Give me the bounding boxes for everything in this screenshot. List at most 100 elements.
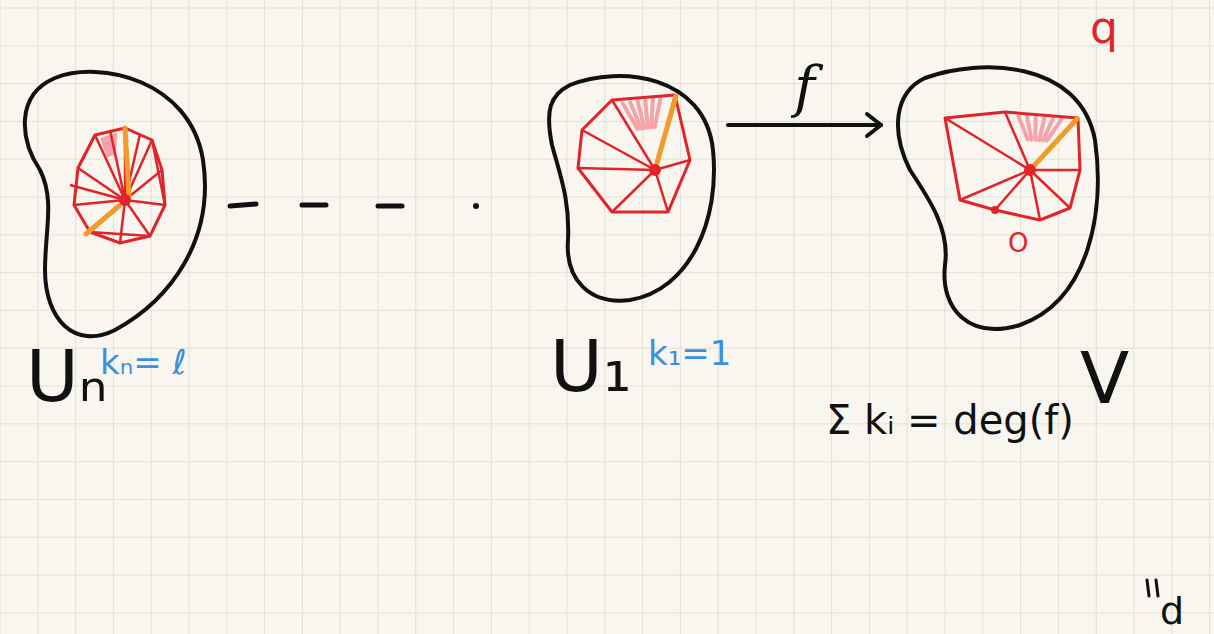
triangulation-edge bbox=[125, 200, 150, 236]
grid-line bbox=[0, 0, 1, 634]
marked-edge bbox=[86, 205, 120, 234]
arrow-shaft bbox=[728, 123, 881, 127]
grid-line bbox=[0, 575, 1214, 576]
grid-line bbox=[151, 0, 152, 634]
triangulation-edge bbox=[612, 100, 655, 170]
region-name: Uₙ bbox=[26, 340, 107, 412]
grid-line bbox=[1058, 0, 1059, 634]
grid-line bbox=[1096, 0, 1097, 634]
degree-symbol: d bbox=[1160, 592, 1184, 630]
grid-line bbox=[1209, 0, 1210, 634]
hatch-stroke bbox=[655, 99, 661, 127]
hatch-stroke bbox=[645, 101, 648, 128]
ellipsis-dashes bbox=[230, 203, 479, 209]
triangulation-edge bbox=[1005, 112, 1030, 170]
center-vertex bbox=[119, 194, 131, 206]
triangulation-edge bbox=[1030, 118, 1078, 170]
blob-outline-path bbox=[898, 67, 1098, 329]
triangulation-edge bbox=[612, 170, 655, 212]
hatch-stroke bbox=[638, 101, 645, 128]
grid-line bbox=[415, 0, 416, 634]
triangulation-edge bbox=[70, 185, 125, 200]
grid-line bbox=[378, 0, 379, 634]
blob-outline bbox=[540, 68, 722, 308]
marked-edge bbox=[1030, 119, 1077, 170]
grid-line bbox=[945, 0, 946, 634]
vertical-equals bbox=[1147, 580, 1158, 596]
map-arrow bbox=[728, 114, 881, 136]
grid-line bbox=[0, 45, 1214, 46]
grid-line bbox=[0, 234, 1214, 235]
arrow-head bbox=[867, 114, 881, 136]
triangulation-edge bbox=[90, 232, 150, 236]
grid-line bbox=[0, 83, 1214, 84]
triangulation-edge bbox=[125, 200, 165, 205]
vertex-dot bbox=[991, 206, 999, 214]
grid-line bbox=[113, 0, 114, 634]
grid-line bbox=[0, 461, 1214, 462]
region-blob: Uₙkₙ= ℓ bbox=[12, 62, 222, 342]
blob-outline-path bbox=[549, 76, 714, 301]
point-label: O bbox=[1008, 230, 1028, 256]
point-label: q bbox=[1090, 6, 1118, 50]
map-name: f bbox=[794, 59, 815, 115]
degree-label: k₁=1 bbox=[648, 336, 731, 370]
polygon-outline bbox=[578, 95, 690, 212]
degree-label: kₙ= ℓ bbox=[100, 345, 187, 379]
grid-line bbox=[0, 537, 1214, 538]
grid-line bbox=[37, 0, 38, 634]
region-name: V bbox=[1080, 342, 1129, 414]
grid-line bbox=[0, 159, 1214, 160]
grid-line bbox=[831, 0, 832, 634]
center-vertex bbox=[1024, 164, 1036, 176]
grid-line bbox=[0, 8, 1214, 9]
region-blob: U₁k₁=1 bbox=[540, 68, 722, 308]
degree-formula: Σ kᵢ = deg(f) bbox=[826, 400, 1074, 440]
hatch-stroke bbox=[1027, 117, 1031, 139]
grid-line bbox=[869, 0, 870, 634]
region-blob: qOV bbox=[885, 62, 1105, 334]
triangulation bbox=[945, 112, 1080, 220]
grid-line bbox=[0, 197, 1214, 198]
triangulation-edge bbox=[945, 118, 1030, 170]
grid-line bbox=[1020, 0, 1021, 634]
grid-line bbox=[604, 0, 605, 634]
grid-line bbox=[491, 0, 492, 634]
triangulation bbox=[70, 128, 165, 243]
triangulation-edge bbox=[78, 135, 95, 168]
blob-outline bbox=[885, 62, 1105, 334]
polygon-outline bbox=[945, 112, 1080, 220]
region-name: U₁ bbox=[550, 330, 632, 402]
grid-line bbox=[0, 272, 1214, 273]
triangulation-edge bbox=[655, 170, 668, 212]
grid-line bbox=[982, 0, 983, 634]
triangulation-edge bbox=[110, 130, 125, 200]
grid-line bbox=[642, 0, 643, 634]
blob-outline-path bbox=[25, 72, 205, 336]
grid-line bbox=[264, 0, 265, 634]
grid-line bbox=[567, 0, 568, 634]
grid-line bbox=[718, 0, 719, 634]
polygon-outline bbox=[74, 128, 165, 243]
grid-line bbox=[0, 310, 1214, 311]
triangulation-edge bbox=[655, 95, 675, 170]
marked-edge bbox=[655, 96, 676, 170]
triangulation bbox=[578, 95, 690, 212]
blob-outline bbox=[12, 62, 222, 342]
grid-line bbox=[189, 0, 190, 634]
grid-line bbox=[0, 121, 1214, 122]
triangulation-edge bbox=[1030, 169, 1080, 172]
grid-line bbox=[340, 0, 341, 634]
triangulation-edge bbox=[995, 170, 1030, 210]
grid-line bbox=[1134, 0, 1135, 634]
grid-line bbox=[453, 0, 454, 634]
grid-line bbox=[226, 0, 227, 634]
grid-line bbox=[1171, 0, 1172, 634]
center-vertex bbox=[649, 164, 661, 176]
triangulation-edge bbox=[1030, 170, 1040, 220]
